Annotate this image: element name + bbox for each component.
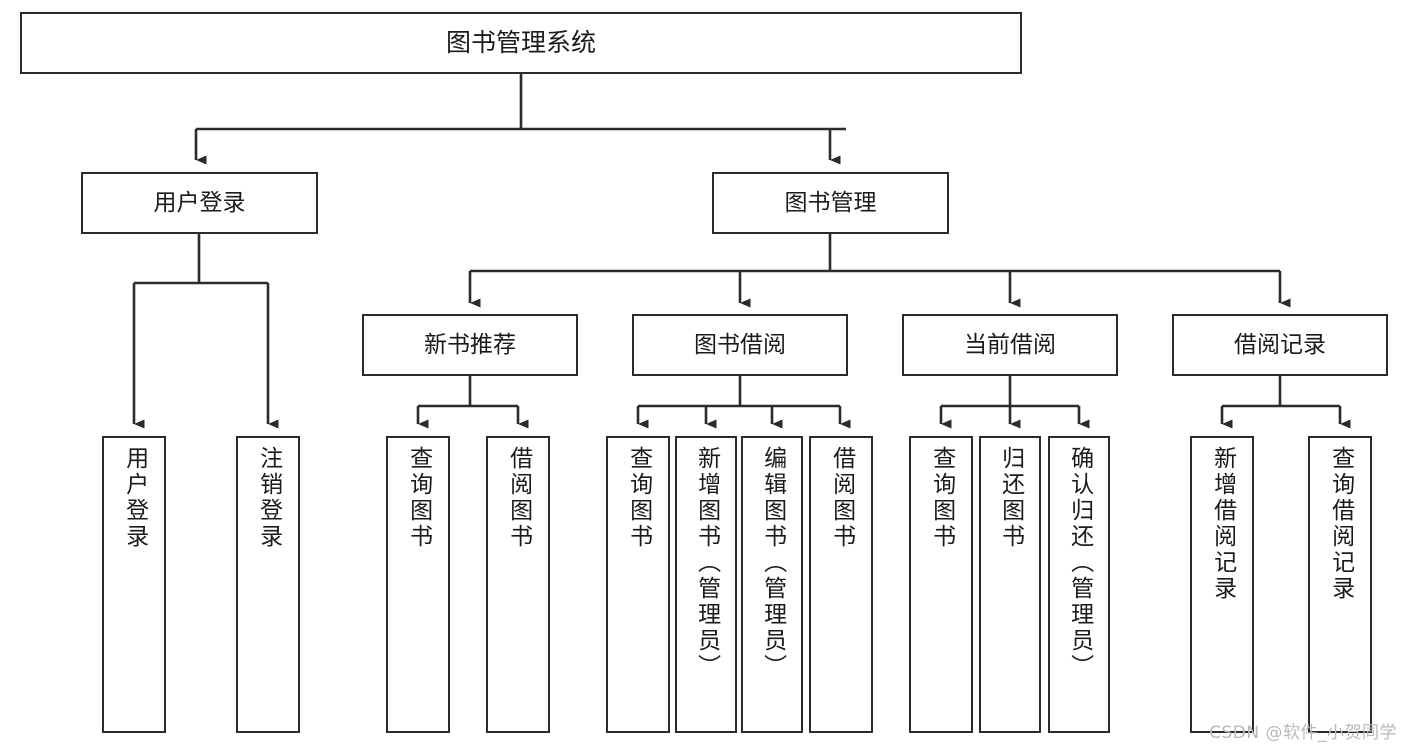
node-leaf-logout-label: 注销登录 — [255, 446, 282, 550]
node-leaf-query-book-3[interactable]: 查询图书 — [909, 436, 973, 733]
node-leaf-query-book-3-label: 查询图书 — [928, 446, 955, 550]
node-book-borrow-label: 图书借阅 — [694, 331, 786, 358]
node-leaf-query-book-2-label: 查询图书 — [625, 446, 652, 550]
node-leaf-edit-book[interactable]: 编辑图书（管理员） — [741, 436, 803, 733]
node-new-book-recommend[interactable]: 新书推荐 — [362, 314, 578, 376]
node-leaf-confirm-return[interactable]: 确认归还（管理员） — [1048, 436, 1110, 733]
node-current-borrow-label: 当前借阅 — [964, 331, 1056, 358]
node-leaf-borrow-book-2[interactable]: 借阅图书 — [809, 436, 873, 733]
node-leaf-logout[interactable]: 注销登录 — [236, 436, 300, 733]
node-leaf-add-book-label: 新增图书（管理员） — [693, 446, 720, 680]
node-leaf-edit-book-label: 编辑图书（管理员） — [759, 446, 786, 680]
node-root-label: 图书管理系统 — [445, 27, 596, 57]
node-leaf-query-book-2[interactable]: 查询图书 — [606, 436, 670, 733]
node-borrow-record-label: 借阅记录 — [1234, 331, 1326, 358]
node-current-borrow[interactable]: 当前借阅 — [902, 314, 1118, 376]
node-leaf-user-login-label: 用户登录 — [121, 446, 148, 550]
node-leaf-query-record[interactable]: 查询借阅记录 — [1308, 436, 1372, 733]
node-leaf-borrow-book-2-label: 借阅图书 — [828, 446, 855, 550]
node-new-book-recommend-label: 新书推荐 — [424, 331, 516, 358]
node-book-borrow[interactable]: 图书借阅 — [632, 314, 848, 376]
node-user-login-label: 用户登录 — [153, 189, 246, 216]
node-leaf-confirm-return-label: 确认归还（管理员） — [1066, 446, 1093, 680]
node-book-management[interactable]: 图书管理 — [712, 172, 949, 234]
node-leaf-user-login[interactable]: 用户登录 — [102, 436, 166, 733]
node-leaf-return-book[interactable]: 归还图书 — [979, 436, 1041, 733]
node-leaf-query-book-1-label: 查询图书 — [405, 446, 432, 550]
node-leaf-add-book[interactable]: 新增图书（管理员） — [675, 436, 737, 733]
node-leaf-add-record-label: 新增借阅记录 — [1209, 446, 1236, 602]
node-leaf-return-book-label: 归还图书 — [997, 446, 1024, 550]
node-leaf-borrow-book-1-label: 借阅图书 — [505, 446, 532, 550]
node-leaf-add-record[interactable]: 新增借阅记录 — [1190, 436, 1254, 733]
node-borrow-record[interactable]: 借阅记录 — [1172, 314, 1388, 376]
node-user-login[interactable]: 用户登录 — [81, 172, 318, 234]
node-leaf-query-book-1[interactable]: 查询图书 — [386, 436, 450, 733]
node-root-book-management-system[interactable]: 图书管理系统 — [20, 12, 1022, 74]
node-leaf-borrow-book-1[interactable]: 借阅图书 — [486, 436, 550, 733]
node-book-management-label: 图书管理 — [784, 189, 877, 216]
node-leaf-query-record-label: 查询借阅记录 — [1327, 446, 1354, 602]
watermark-text: CSDN @软件_小贺同学 — [1209, 723, 1397, 743]
